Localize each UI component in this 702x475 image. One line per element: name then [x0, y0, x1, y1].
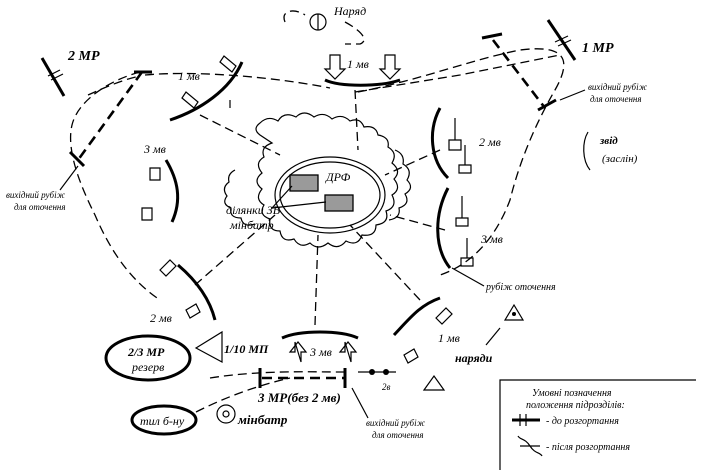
svg-text:тил б-ну: тил б-ну [140, 414, 185, 428]
approach-left [194, 214, 276, 286]
unit-3mv-bottom: 3 мв [281, 330, 359, 363]
reserve: 2/3 МР резерв [104, 334, 192, 382]
start-line-left: вихідний рубіж для оточення [6, 70, 152, 212]
svg-text:для оточення: для оточення [590, 94, 642, 104]
approach-top [354, 89, 359, 151]
approach-right [389, 214, 446, 231]
unit-1mr: 1 МР [546, 19, 614, 61]
svg-text:1 мв: 1 мв [438, 331, 460, 345]
patrols: наряди [422, 303, 525, 391]
rear: тил б-ну [130, 377, 291, 436]
svg-text:1 мв: 1 мв [347, 57, 369, 71]
svg-text:1 МР: 1 МР [582, 41, 614, 56]
mp-110: 1/10 МП [194, 330, 269, 364]
svg-text:Умовні позначення: Умовні позначення [532, 388, 612, 399]
svg-text:вихідний рубіж: вихідний рубіж [6, 190, 66, 200]
sv-element: 2в [358, 369, 396, 392]
legend-after-symbol [517, 435, 543, 457]
route-top-to-right [354, 54, 561, 93]
svg-text:1 мв: 1 мв [178, 69, 200, 83]
encirclement-route [69, 48, 565, 379]
minbatr: мінбатр [216, 404, 288, 427]
svg-text:3 мв: 3 мв [309, 345, 332, 359]
svg-text:- до розгортання: - до розгортання [546, 416, 619, 427]
svg-text:2 МР: 2 МР [67, 49, 100, 64]
svg-text:наряди: наряди [455, 351, 493, 365]
legend: Умовні позначення положення підрозділів:… [499, 379, 696, 470]
svg-text:резерв: резерв [131, 360, 164, 374]
svg-text:рубіж оточення: рубіж оточення [485, 282, 556, 293]
zv-box-2 [324, 194, 354, 212]
svg-text:1/10 МП: 1/10 МП [224, 342, 269, 356]
drf-label: ДРФ [325, 170, 351, 184]
drf-ellipse [274, 156, 386, 234]
svg-text:2/3 МР: 2/3 МР [127, 345, 165, 359]
patrol-top-label: Наряд [333, 4, 366, 18]
svg-text:3 мв: 3 мв [480, 232, 503, 246]
patrol-top: Наряд [283, 4, 366, 45]
svg-text:2 мв: 2 мв [479, 135, 501, 149]
contamination-zone [223, 112, 412, 248]
unit-3mr: 3 МР(без 2 мв) [257, 390, 341, 405]
svg-text:3 мв: 3 мв [143, 142, 166, 156]
svg-text:мінбатр: мінбатр [237, 412, 288, 427]
drf-ellipse-inner [279, 161, 381, 229]
approach-left-top [199, 114, 281, 156]
svg-text:3 МР(без 2 мв): 3 МР(без 2 мв) [257, 390, 341, 405]
svg-text:вихідний рубіж: вихідний рубіж [588, 82, 648, 92]
svg-text:- після розгортання: - після розгортання [546, 442, 630, 453]
unit-3mv-left: 3 мв [141, 142, 180, 223]
svg-text:для оточення: для оточення [14, 202, 66, 212]
unit-1mv-top: 1 мв [323, 54, 402, 87]
zv-areas-label: ділянки ЗВ [226, 203, 281, 217]
start-line-bottom: вихідний рубіж для оточення [258, 368, 426, 440]
zv-box-1 [289, 174, 319, 192]
route-left-top [87, 75, 141, 96]
start-line-right: вихідний рубіж для оточення [481, 32, 648, 112]
svg-text:для оточення: для оточення [372, 430, 424, 440]
svg-text:звід: звід [599, 135, 618, 147]
zv-pointer [271, 185, 327, 209]
svg-text:2в: 2в [382, 382, 391, 392]
unit-2mv-left: 2 мв [150, 259, 217, 325]
unit-2mv-right: 2 мв [430, 107, 501, 180]
screen-legend: звід (заслін) [583, 131, 638, 171]
unit-1mv-left: 1 мв [169, 55, 244, 122]
unit-3mv-right: 3 мв рубіж оточення [436, 187, 556, 293]
svg-text:(заслін): (заслін) [602, 153, 638, 165]
unit-1mv-right: 1 мв [392, 296, 460, 364]
svg-text:положення підрозділів:: положення підрозділів: [526, 400, 625, 411]
unit-2mr: 2 МР [40, 49, 100, 97]
minbatr-label-center: мінбатр [229, 218, 274, 232]
svg-text:2 мв: 2 мв [150, 311, 172, 325]
route-left-loop [144, 72, 331, 89]
approach-bottom-right [349, 224, 421, 301]
svg-text:вихідний рубіж: вихідний рубіж [366, 418, 426, 428]
approach-bottom [314, 234, 319, 326]
approach-right-top [384, 149, 441, 176]
